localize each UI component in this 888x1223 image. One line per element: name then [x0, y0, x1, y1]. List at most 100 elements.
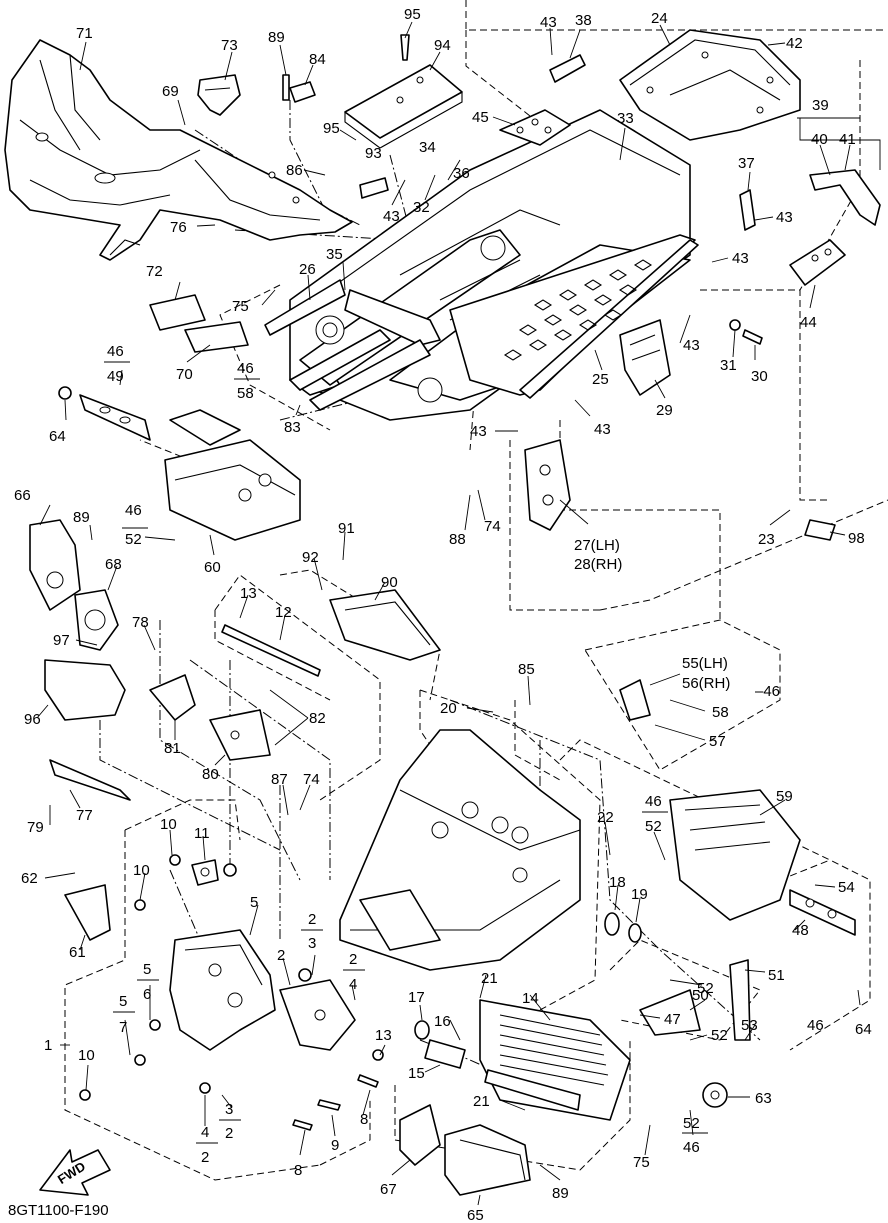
callout-36: 36: [453, 165, 470, 182]
guard-96: [44, 659, 126, 721]
callout-14: 14: [522, 990, 539, 1007]
callout-91: 91: [338, 520, 355, 537]
bracket-37: [739, 189, 756, 231]
plate-45: [499, 109, 571, 146]
callout-45: 45: [472, 109, 489, 126]
callout-10: 10: [78, 1047, 95, 1064]
callout-2: 2: [349, 951, 357, 968]
callout-81: 81: [164, 740, 181, 757]
callout-54: 54: [838, 879, 855, 896]
callout-69: 69: [162, 83, 179, 100]
callout-43: 43: [594, 421, 611, 438]
callout-53: 53: [741, 1017, 758, 1034]
callout-44: 44: [800, 314, 817, 331]
callout-16: 16: [434, 1013, 451, 1030]
callout-74: 74: [303, 771, 320, 788]
callout-12: 12: [275, 604, 292, 621]
callout-26: 26: [299, 261, 316, 278]
callout-labels: 71 69 73 89 84 95 94 43 38 24 42 45 95 9…: [14, 6, 872, 1223]
bracket-55-56: [619, 679, 651, 721]
callout-95: 95: [323, 120, 340, 137]
callout-13: 13: [375, 1027, 392, 1044]
bracket-73: [197, 74, 241, 116]
callout-97: 97: [53, 632, 70, 649]
bolts-8-9: [292, 1074, 379, 1131]
plate-90: [329, 589, 441, 661]
callout-89: 89: [73, 509, 90, 526]
callout-56: 56(RH): [682, 675, 730, 692]
callout-9: 9: [331, 1137, 339, 1154]
callout-78: 78: [132, 614, 149, 631]
bracket-11: [191, 859, 219, 886]
callout-67: 67: [380, 1181, 397, 1198]
callout-43: 43: [776, 209, 793, 226]
callout-58: 58: [712, 704, 729, 721]
callout-3: 3: [308, 935, 316, 952]
callout-83: 83: [284, 419, 301, 436]
callout-72: 72: [146, 263, 163, 280]
callout-25: 25: [592, 371, 609, 388]
callout-27: 27(LH): [574, 537, 620, 554]
callout-64: 64: [49, 428, 66, 445]
callout-43: 43: [540, 14, 557, 31]
callout-30: 30: [751, 368, 768, 385]
callout-31: 31: [720, 357, 737, 374]
bracket-80: [209, 709, 271, 761]
bracket-27-28: [524, 439, 571, 531]
callout-38: 38: [575, 12, 592, 29]
callout-41: 41: [839, 131, 856, 148]
callout-21: 21: [481, 970, 498, 987]
callout-21: 21: [473, 1093, 490, 1110]
callout-90: 90: [381, 574, 398, 591]
callout-46: –46: [755, 683, 780, 700]
callout-89: 89: [552, 1185, 569, 1202]
plate-59: [669, 789, 801, 921]
callout-17: 17: [408, 989, 425, 1006]
callout-46: 46: [125, 502, 142, 519]
callout-1: 1: [44, 1037, 52, 1054]
callout-98: 98: [848, 530, 865, 547]
rod-12: [221, 624, 321, 677]
callout-43: 43: [732, 250, 749, 267]
callout-77: 77: [76, 807, 93, 824]
drawing-code: 8GT1100-F190: [8, 1202, 109, 1219]
callout-43: 43: [470, 423, 487, 440]
callout-64: 64: [855, 1021, 872, 1038]
callout-86: 86: [286, 162, 303, 179]
callout-48: 48: [792, 922, 809, 939]
callout-75: 75: [232, 298, 249, 315]
block-93: [359, 177, 389, 199]
running-board-25: [449, 234, 699, 399]
callout-2: 2: [225, 1125, 233, 1142]
callout-94: 94: [434, 37, 451, 54]
callout-79: 79: [27, 819, 44, 836]
callout-13: 13: [240, 585, 257, 602]
callout-60: 60: [204, 559, 221, 576]
front-cowl-assembly: [4, 39, 353, 261]
seal-18-19: [604, 912, 642, 943]
callout-76: 76: [170, 219, 187, 236]
callout-75: 75: [633, 1154, 650, 1171]
front-suspension-bracket: [169, 929, 356, 1051]
callout-5: 5: [250, 894, 258, 911]
cover-67: [399, 1104, 441, 1166]
guard-65: [444, 1124, 531, 1196]
callout-2: 2: [308, 911, 316, 928]
callout-39: 39: [812, 97, 829, 114]
callout-80: 80: [202, 766, 219, 783]
clip-84: [289, 81, 316, 103]
bracket-50: [639, 989, 701, 1036]
callout-7: 7: [119, 1019, 127, 1036]
fwd-arrow: [39, 1149, 111, 1196]
callout-4: 4: [349, 976, 357, 993]
callout-88: 88: [449, 531, 466, 548]
callout-28: 28(RH): [574, 556, 622, 573]
bracket-77: [49, 759, 131, 801]
callout-8: 8: [360, 1111, 368, 1128]
callout-96: 96: [24, 711, 41, 728]
callout-55: 55(LH): [682, 655, 728, 672]
callout-93: 93: [365, 145, 382, 162]
callout-2: 2: [201, 1149, 209, 1166]
engine-cradle-frame: [339, 729, 581, 971]
callout-92: 92: [302, 549, 319, 566]
